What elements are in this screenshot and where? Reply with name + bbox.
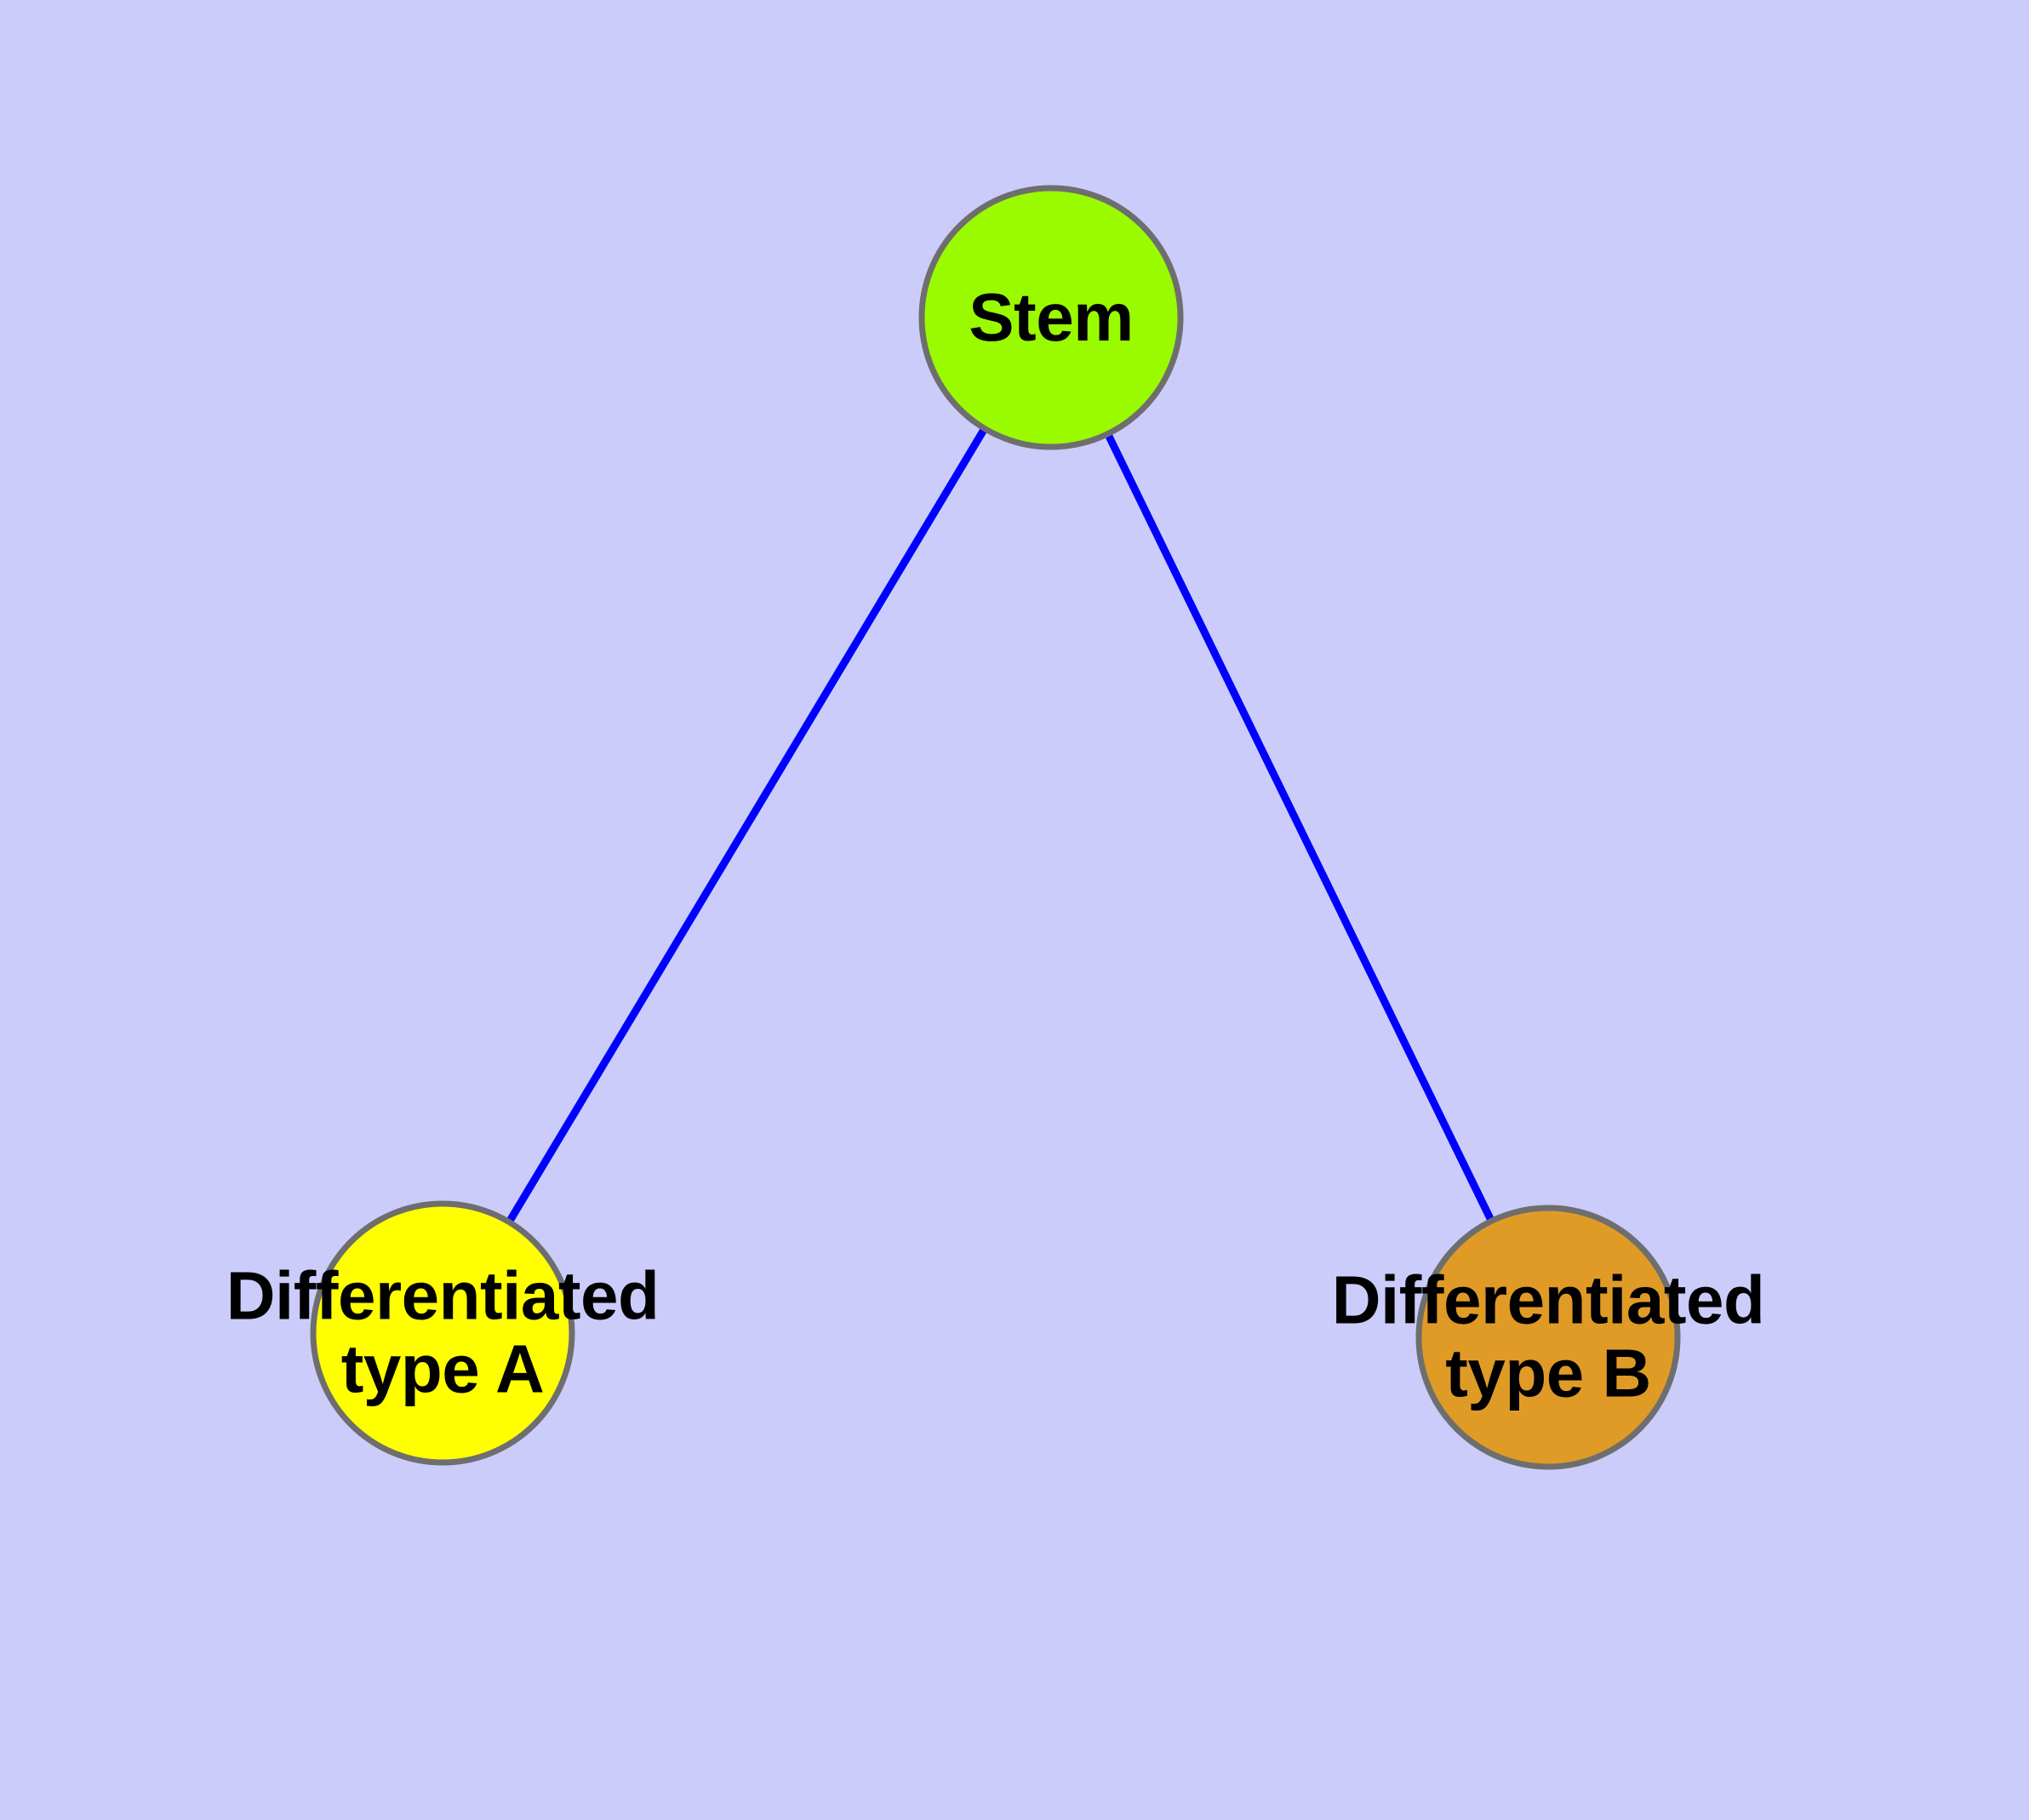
graph-node-stem[interactable] — [918, 185, 1184, 450]
nodes-layer — [310, 185, 1681, 1470]
graph-node-diff-a[interactable] — [310, 1200, 575, 1466]
edges-layer — [505, 425, 1496, 1226]
graph-edge-stem-to-a — [505, 425, 989, 1226]
graph-edge-stem-to-b — [1103, 430, 1496, 1225]
graph-node-diff-b[interactable] — [1415, 1205, 1681, 1470]
